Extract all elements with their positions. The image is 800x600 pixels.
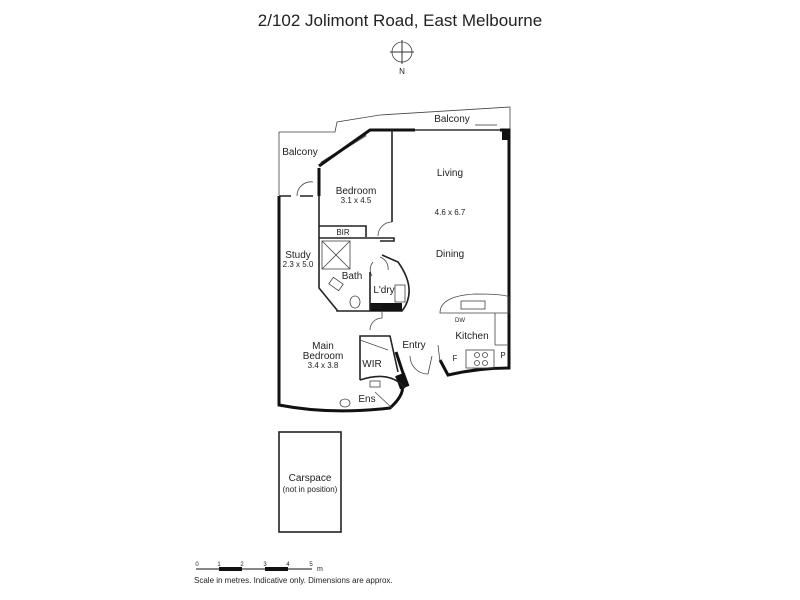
cooktop: [465, 349, 495, 369]
label-carspace: Carspace: [289, 473, 332, 484]
label-study: Study: [285, 250, 311, 261]
main-bedroom-dimensions: 3.4 x 3.8: [308, 361, 339, 370]
entry-door: [409, 344, 441, 375]
svg-text:5: 5: [309, 562, 313, 568]
interior-wall: [318, 130, 410, 312]
balcony-outline: [278, 106, 511, 195]
label-main-bedroom: Bedroom: [303, 351, 344, 362]
svg-text:2: 2: [240, 562, 244, 568]
label-balcony: Balcony: [282, 147, 318, 158]
compass-label: N: [399, 67, 405, 76]
svg-text:m: m: [317, 566, 323, 573]
label-main-bedroom: Main: [312, 341, 334, 352]
scale-note: Scale in metres. Indicative only. Dimens…: [194, 576, 393, 585]
cooktop-burners: [474, 352, 488, 366]
study-dimensions: 2.3 x 5.0: [283, 260, 314, 269]
scale-bar: 0 1 2 3 4 5 m: [195, 562, 323, 573]
shower: [321, 240, 351, 270]
door-swing: [296, 181, 314, 197]
plan-title: 2/102 Jolimont Road, East Melbourne: [258, 11, 542, 30]
label-laundry: L'dry: [373, 285, 394, 296]
laundry-cabinet: [370, 303, 402, 311]
kitchen-sink: [460, 300, 486, 310]
carspace-outline: [278, 431, 342, 533]
interior-wall: [359, 335, 406, 389]
bedroom-dimensions: 3.1 x 4.5: [341, 196, 372, 205]
kitchen-bench: [439, 293, 510, 346]
label-balcony: Balcony: [434, 114, 470, 125]
column: [395, 372, 410, 390]
exterior-wall: [317, 128, 511, 377]
door-swing: [369, 221, 393, 277]
label-wir: WIR: [362, 359, 381, 370]
svg-text:4: 4: [286, 562, 290, 568]
label-dining: Dining: [436, 249, 464, 260]
ensuite-vanity: [369, 380, 381, 388]
svg-text:0: 0: [195, 562, 199, 568]
label-entry: Entry: [402, 340, 425, 351]
svg-text:3: 3: [263, 562, 267, 568]
north-compass-icon: [390, 40, 414, 64]
label-kitchen: Kitchen: [455, 331, 488, 342]
carspace-note: (not in position): [283, 485, 338, 494]
label-dw: DW: [455, 318, 465, 324]
bath-vanity: [328, 276, 344, 292]
toilet-icon: [339, 398, 351, 408]
svg-text:1: 1: [217, 562, 221, 568]
label-pantry: P: [500, 351, 505, 360]
label-ensuite: Ens: [358, 394, 375, 405]
laundry-sink: [394, 284, 406, 303]
label-living: Living: [437, 168, 463, 179]
label-wm: WM: [371, 305, 382, 311]
label-bedroom: Bedroom: [336, 186, 377, 197]
label-fridge: F: [453, 354, 458, 363]
toilet-icon: [349, 295, 361, 309]
label-bir: BIR: [336, 228, 350, 237]
door-swing: [369, 311, 383, 331]
living-dimensions: 4.6 x 6.7: [435, 208, 466, 217]
label-bath: Bath: [342, 271, 363, 282]
column: [502, 130, 509, 140]
